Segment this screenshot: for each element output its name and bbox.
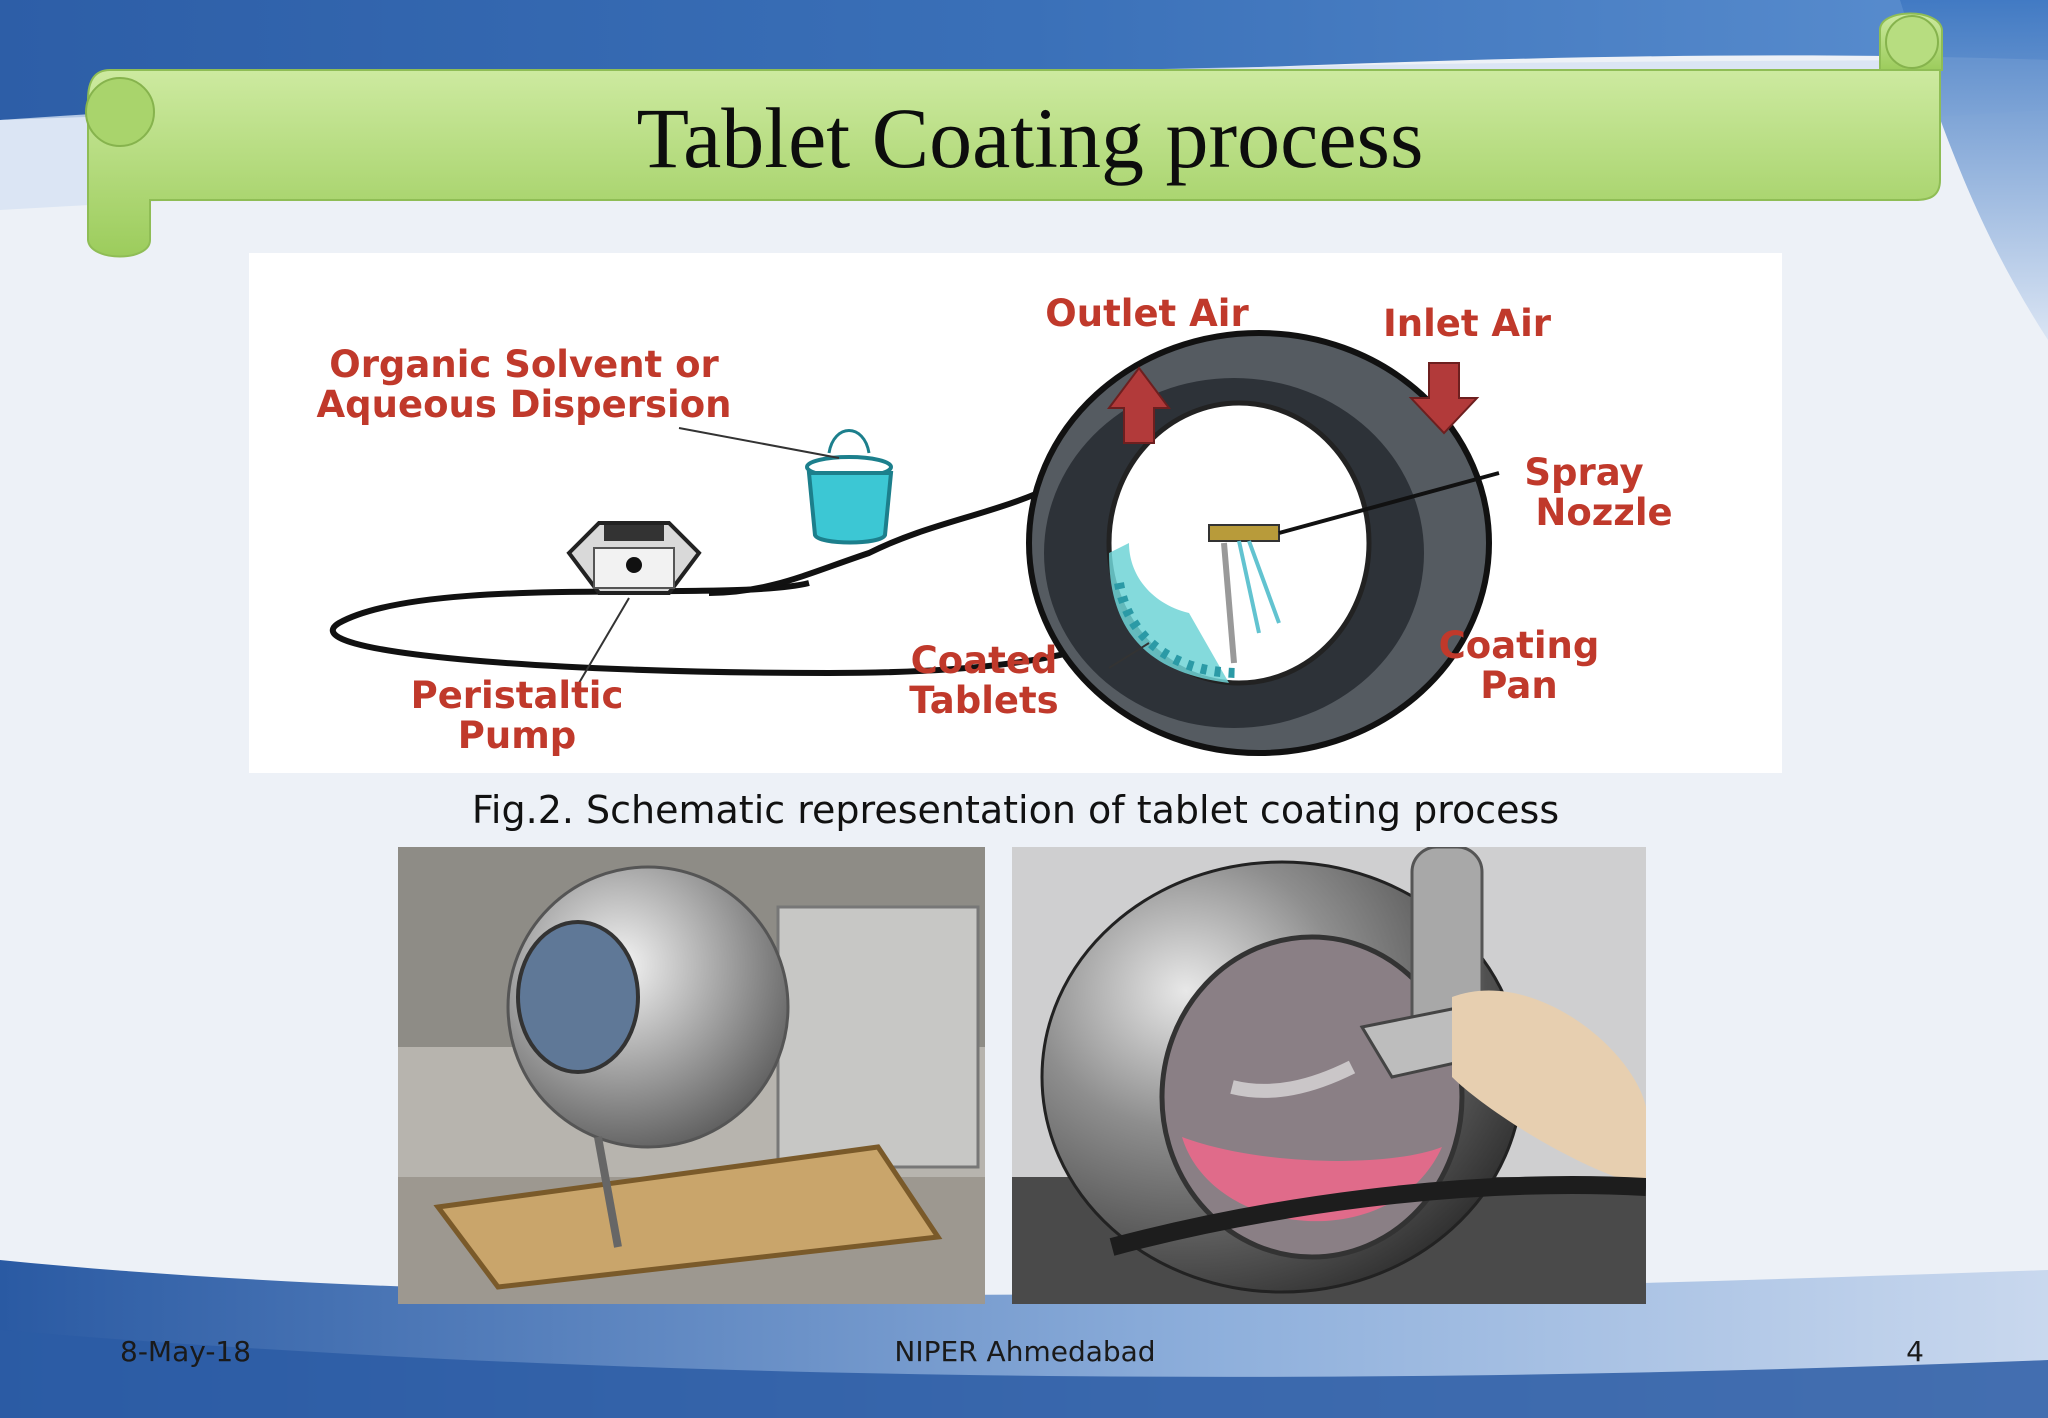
spray-nozzle-icon bbox=[1208, 471, 1500, 664]
outlet-air-arrow-icon bbox=[1107, 366, 1171, 444]
label-spray-line2: Nozzle bbox=[1535, 491, 1672, 534]
label-solvent-line2: Aqueous Dispersion bbox=[317, 383, 732, 426]
footer-organization: NIPER Ahmedabad bbox=[894, 1335, 1156, 1368]
page-number: 4 bbox=[1906, 1335, 1924, 1368]
coating-pan-icon bbox=[1026, 330, 1492, 756]
peristaltic-pump-icon bbox=[566, 521, 702, 595]
label-outlet-air: Outlet Air bbox=[1045, 292, 1249, 335]
label-coated-line1: Coated bbox=[911, 639, 1058, 682]
label-inlet-air: Inlet Air bbox=[1383, 302, 1552, 345]
coating-schematic: Organic Solvent or Aqueous Dispersion Ou… bbox=[249, 253, 1782, 773]
inlet-air-arrow-icon bbox=[1408, 362, 1480, 435]
label-coated-line2: Tablets bbox=[909, 679, 1058, 722]
slide-title: Tablet Coating process bbox=[636, 90, 1424, 186]
solution-beaker-icon bbox=[805, 429, 894, 545]
label-pump-line1: Peristaltic bbox=[411, 674, 624, 717]
photo-spray-coating bbox=[1012, 847, 1646, 1304]
photo-coating-pan-machine bbox=[398, 847, 985, 1304]
footer-date: 8-May-18 bbox=[120, 1335, 252, 1368]
label-solvent-line1: Organic Solvent or bbox=[329, 343, 719, 386]
figure-caption: Fig.2. Schematic representation of table… bbox=[471, 788, 1560, 832]
label-coating-line1: Coating bbox=[1439, 624, 1600, 667]
title-banner bbox=[85, 12, 1943, 258]
label-spray-line1: Spray bbox=[1524, 451, 1643, 494]
label-pump-line2: Pump bbox=[458, 714, 577, 757]
label-coating-line2: Pan bbox=[1480, 664, 1557, 707]
